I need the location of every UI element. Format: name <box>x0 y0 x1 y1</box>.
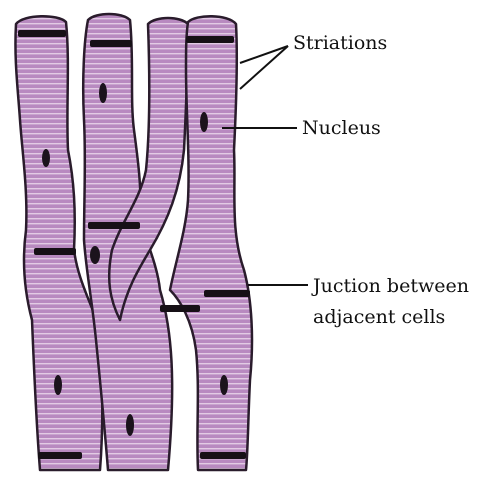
junction-label-line2: adjacent cells <box>313 305 445 329</box>
junction-label-line1: Juction between <box>313 274 469 298</box>
nucleus <box>99 83 107 103</box>
intercalated-disc <box>90 40 132 47</box>
nucleus <box>54 375 62 395</box>
nucleus <box>126 414 134 436</box>
intercalated-disc <box>204 290 250 297</box>
nucleus <box>220 375 228 395</box>
nucleus <box>42 149 50 167</box>
intercalated-disc <box>200 452 246 459</box>
intercalated-disc <box>160 305 200 312</box>
striations-pointer-line <box>240 46 288 63</box>
intercalated-disc <box>88 222 140 229</box>
nucleus-label: Nucleus <box>302 116 381 140</box>
intercalated-disc <box>38 452 82 459</box>
striations-label: Striations <box>293 31 387 55</box>
intercalated-disc <box>34 248 76 255</box>
intercalated-disc <box>186 36 234 43</box>
intercalated-disc <box>18 30 66 37</box>
striations-pointer-line <box>240 46 288 89</box>
nucleus <box>200 112 208 132</box>
nucleus <box>90 246 100 264</box>
